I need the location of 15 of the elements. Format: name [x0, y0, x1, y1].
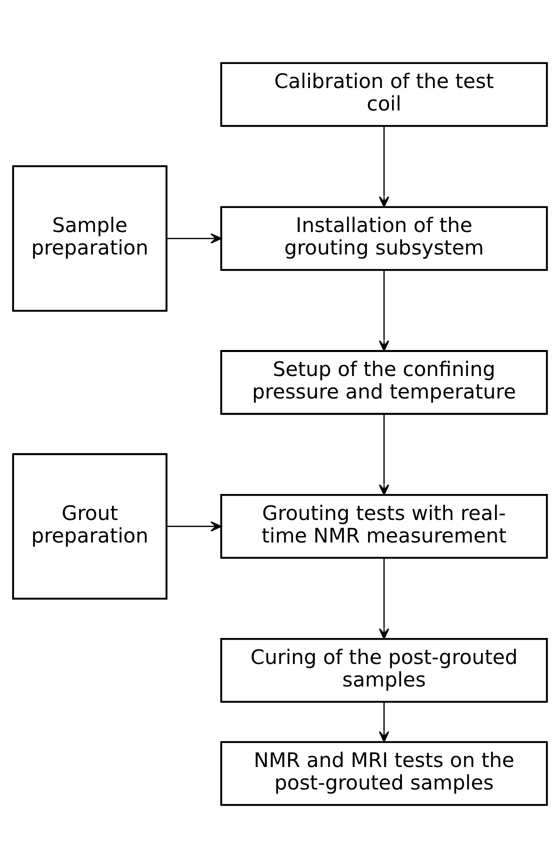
- node-box: Installation of the grouting subsystem: [220, 206, 548, 271]
- node-box: Calibration of the test coil: [220, 62, 548, 127]
- node-box: Sample preparation: [12, 165, 168, 312]
- arrow: [378, 270, 390, 352]
- arrow: [378, 126, 390, 208]
- arrow: [166, 233, 222, 244]
- node-box: NMR and MRI tests on the post-grouted samples: [220, 741, 548, 806]
- node-box: Grout preparation: [12, 453, 168, 600]
- arrow: [378, 414, 390, 496]
- node-box: Grouting tests with real-time NMR measurement: [220, 494, 548, 559]
- arrow: [378, 558, 390, 640]
- arrow: [378, 702, 390, 742]
- arrow: [166, 521, 222, 532]
- node-box: Setup of the confining pressure and temperature: [220, 350, 548, 415]
- node-box: Curing of the post-grouted samples: [220, 638, 548, 703]
